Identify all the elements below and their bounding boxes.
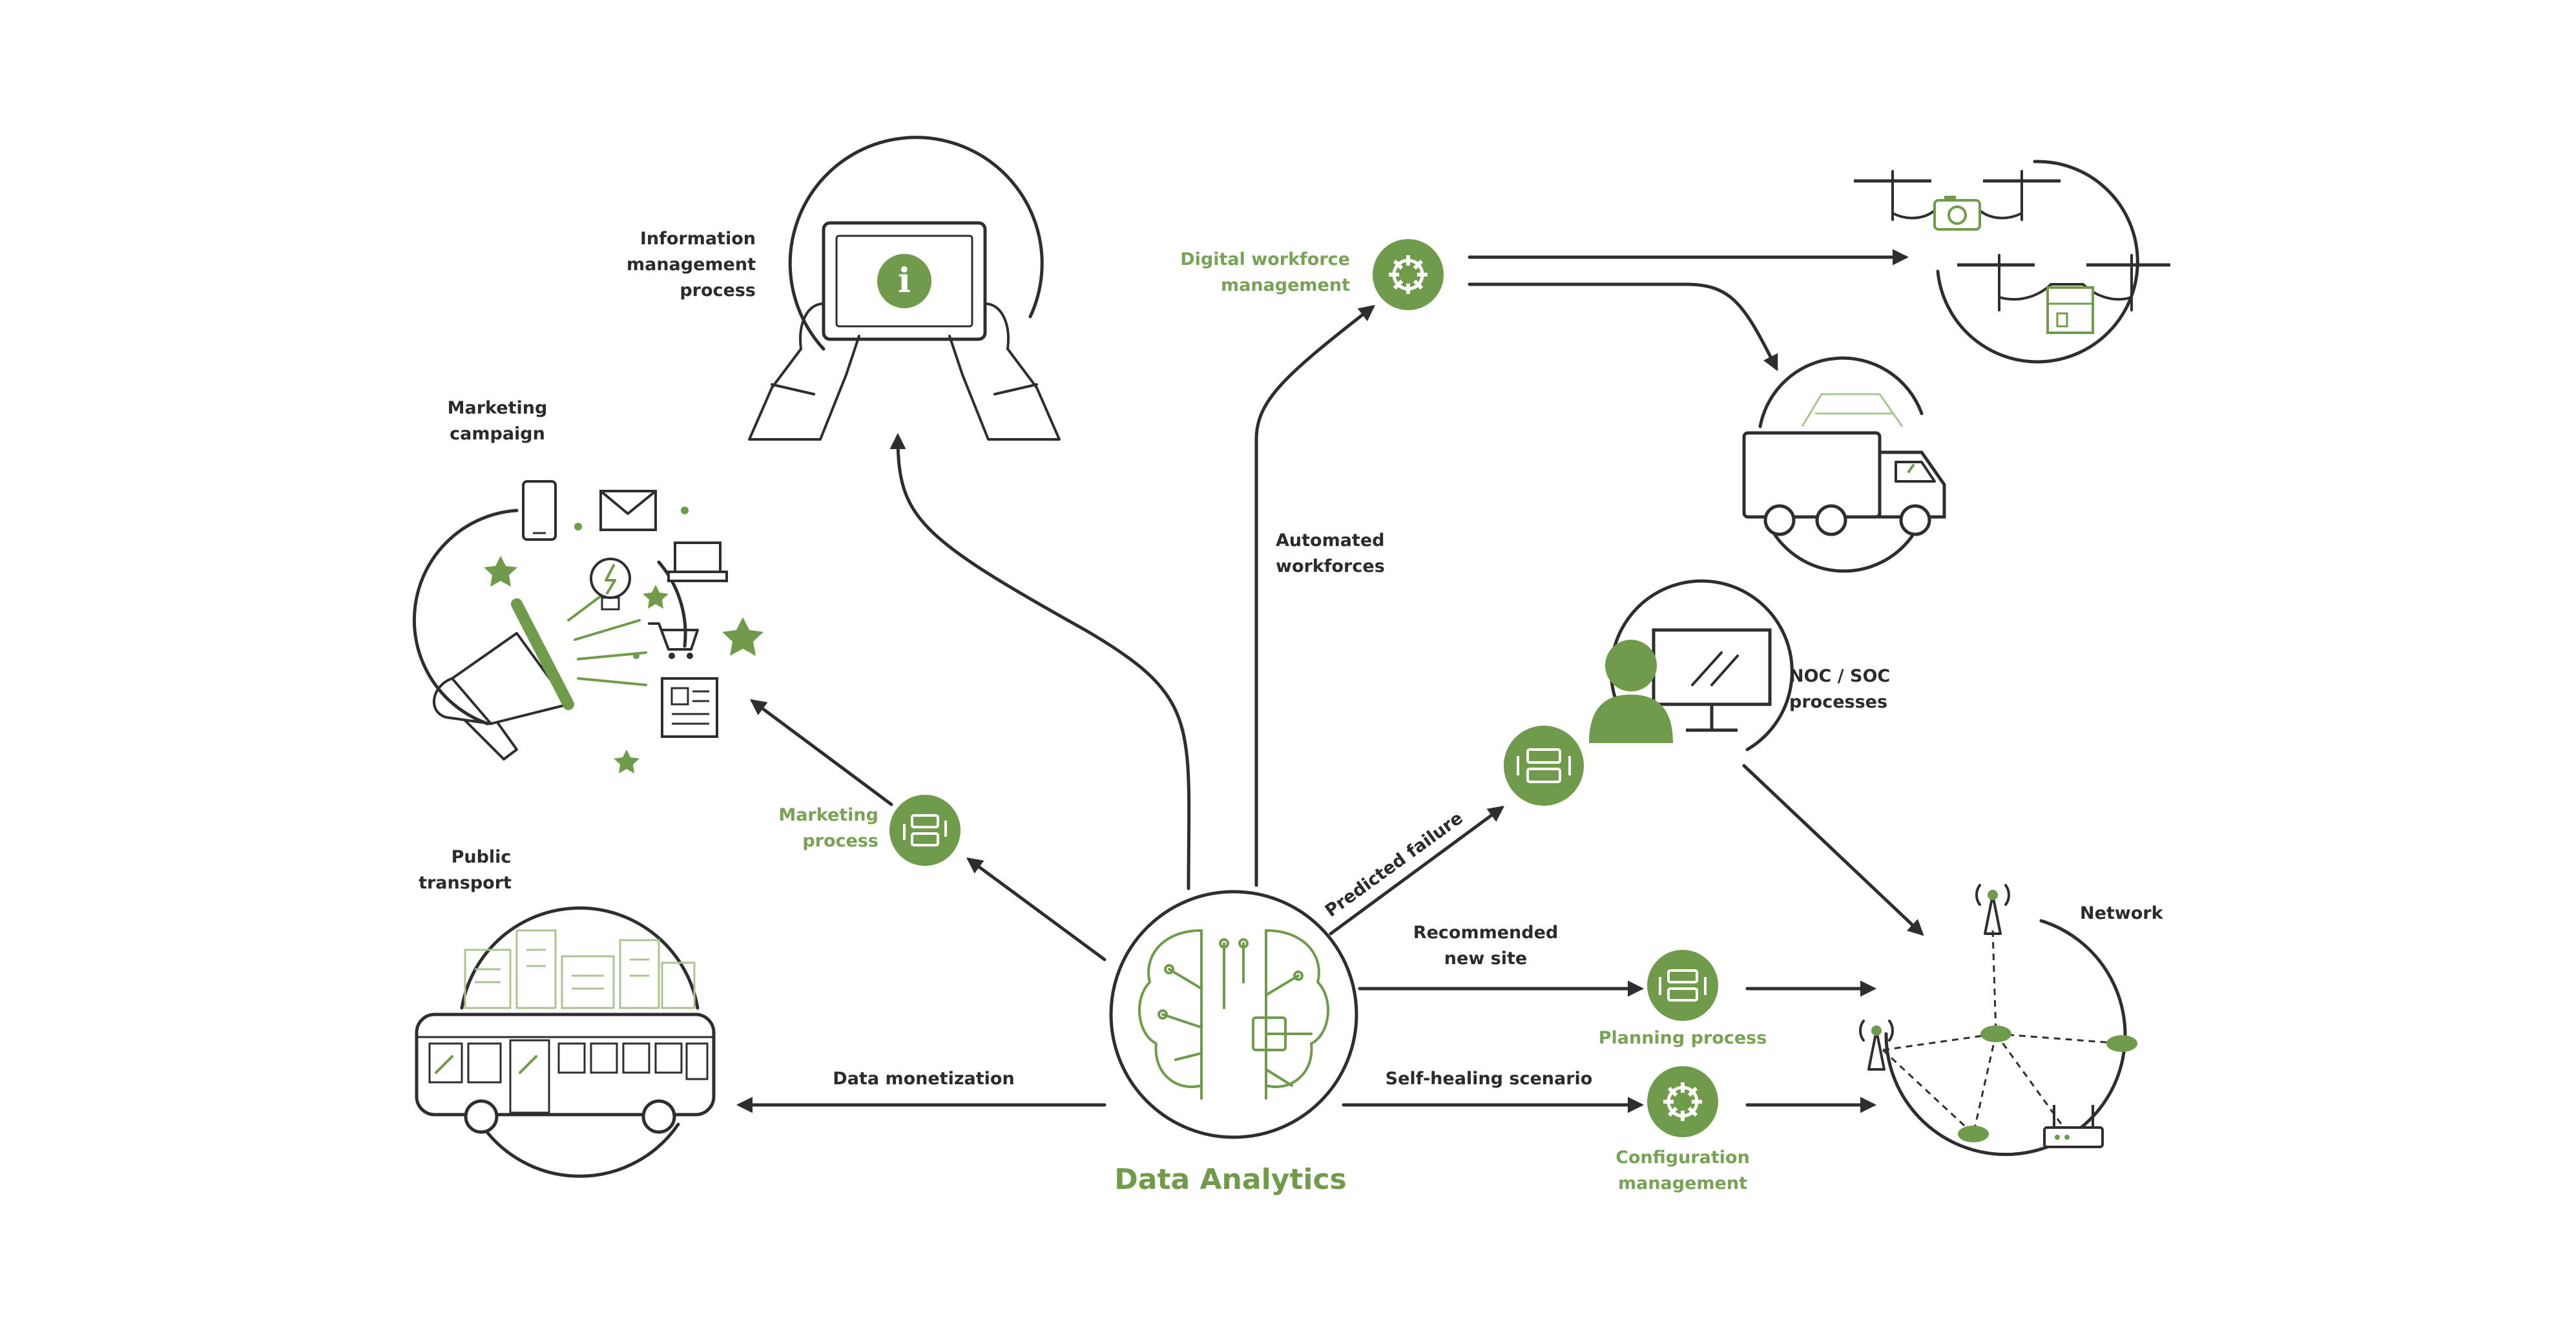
drones-circle-arc <box>1936 160 2139 364</box>
arrow-to-digital-workforce <box>1254 304 1375 887</box>
arrow-to-info-management <box>889 433 1191 890</box>
tower-icon-left <box>1859 1020 1894 1071</box>
info-management-label-1: Information <box>640 229 756 249</box>
marketing-circle-arc <box>412 509 519 726</box>
operator-monitor-icon <box>1589 628 1772 743</box>
information-management-node: i Information management process <box>627 136 1061 441</box>
arrow-noc-to-network <box>1742 764 1924 936</box>
marketing-process-label-2: process <box>802 831 878 851</box>
cart-icon <box>648 622 699 659</box>
marketing-process-node: Marketing process <box>778 795 961 866</box>
brain-circuit-icon <box>1138 929 1329 1100</box>
drones-node <box>1854 160 2170 364</box>
megaphone-icon <box>433 580 647 761</box>
public-transport-node: Public transport <box>415 847 716 1178</box>
predicted-failure-node: Predicted failure <box>1322 726 1584 921</box>
digital-workforce-node: Digital workforce management <box>1180 239 1444 310</box>
arrow-to-marketing-process <box>966 857 1106 961</box>
process-cycle-icon-planning <box>1647 950 1718 1021</box>
laptop-icon <box>667 541 728 582</box>
network-label: Network <box>2080 903 2164 923</box>
warehouse-outline <box>1801 393 1904 427</box>
marketing-process-label-1: Marketing <box>778 805 878 825</box>
router-icon <box>2043 1105 2104 1148</box>
bus-circle-arc <box>460 906 700 1010</box>
recommended-site-label-1: Recommended <box>1413 923 1558 943</box>
configuration-node: Self-healing scenario Configuration mana… <box>1386 1066 1750 1193</box>
marketing-campaign-label-1: Marketing <box>448 398 548 418</box>
drone-camera-icon <box>1854 170 2061 231</box>
info-glyph: i <box>898 261 911 300</box>
recommended-site-label-2: new site <box>1444 949 1527 969</box>
truck-circle-arc <box>1758 356 1924 428</box>
configuration-label-2: management <box>1618 1173 1747 1193</box>
noc-soc-label-2: processes <box>1789 692 1887 712</box>
digital-workforce-label-2: management <box>1221 275 1350 295</box>
arrow-predicted-failure <box>1329 806 1505 936</box>
process-cycle-icon <box>889 795 961 866</box>
info-management-label-2: management <box>627 255 756 275</box>
connectors <box>736 249 1924 1113</box>
arrow-to-marketing-campaign <box>749 699 893 806</box>
predicted-failure-label: Predicted failure <box>1322 808 1467 921</box>
tablet-info-icon: i <box>748 221 1061 441</box>
network-node: Network <box>1859 884 2164 1157</box>
planning-node: Recommended new site Planning process <box>1413 923 1767 1048</box>
marketing-campaign-label-2: campaign <box>450 424 545 444</box>
tower-icon-top <box>1975 884 2010 935</box>
truck-icon <box>1742 431 1946 536</box>
hub-circle <box>1109 890 1358 1139</box>
public-transport-label-2: transport <box>419 873 512 893</box>
network-nodes-icon <box>1882 930 2137 1142</box>
drone-package-icon <box>1957 254 2170 334</box>
star-icons <box>484 507 763 773</box>
self-healing-label: Self-healing scenario <box>1386 1069 1593 1089</box>
lightbulb-icon <box>590 558 631 611</box>
info-management-label-3: process <box>680 280 756 300</box>
noc-soc-node: NOC / SOC processes <box>1589 579 1890 751</box>
data-monetization-label: Data monetization <box>833 1069 1014 1089</box>
truck-node <box>1742 356 1946 573</box>
public-transport-label-1: Public <box>452 847 512 867</box>
digital-workforce-label-1: Digital workforce <box>1180 249 1350 269</box>
noc-soc-label-1: NOC / SOC <box>1789 666 1890 686</box>
hub-title: Data Analytics <box>1114 1163 1346 1196</box>
bus-icon <box>415 1013 716 1134</box>
tablet-circle-arc <box>788 136 1044 351</box>
data-analytics-hub: Data Analytics <box>1109 890 1358 1196</box>
automated-workforces-label-2: workforces <box>1276 556 1385 576</box>
envelope-icon <box>599 490 657 531</box>
automated-workforces-label-1: Automated <box>1276 530 1384 551</box>
planning-process-label: Planning process <box>1599 1028 1767 1048</box>
marketing-campaign-node: Marketing campaign <box>412 398 763 773</box>
arrow-to-truck <box>1468 282 1778 372</box>
phone-icon <box>522 480 557 541</box>
process-cycle-icon-predicted <box>1504 726 1584 806</box>
configuration-label-1: Configuration <box>1615 1148 1750 1168</box>
newspaper-icon <box>661 677 718 738</box>
city-skyline <box>464 929 696 1009</box>
